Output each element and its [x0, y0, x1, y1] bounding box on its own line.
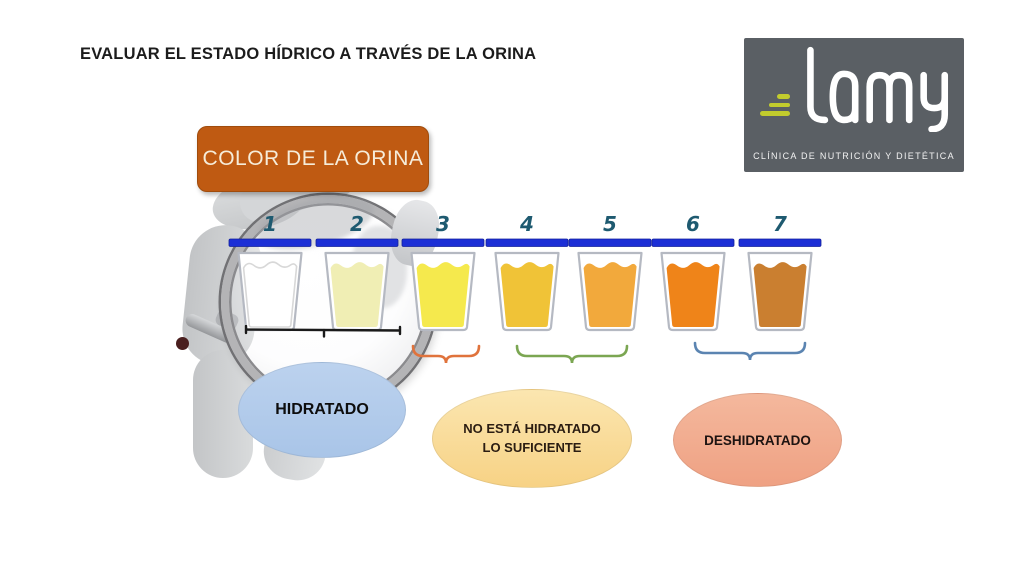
brace-path [515, 344, 629, 364]
cup-liquid [666, 262, 720, 327]
cup-glass-graphic [485, 238, 569, 332]
range-brace-cup3 [411, 344, 481, 364]
cup-glass-graphic [651, 238, 735, 332]
lamy-logo: CLÍNICA DE NUTRICIÓN Y DIETÉTICA [744, 38, 964, 172]
cup-lid-bar [401, 238, 485, 247]
cup-number: 5 [603, 212, 617, 236]
range-bracket-hydrated [244, 325, 402, 338]
status-label-line1: NO ESTÁ HIDRATADO [463, 420, 601, 436]
cup-number: 4 [520, 212, 534, 236]
cup-liquid [583, 262, 637, 327]
urine-cup: 3 [400, 212, 486, 337]
cup-lid-bar [315, 238, 399, 247]
cup-lid-bar [651, 238, 735, 247]
cup-glass-graphic [738, 238, 822, 332]
logo-subtitle: CLÍNICA DE NUTRICIÓN Y DIETÉTICA [753, 151, 955, 161]
cup-glass-graphic [228, 238, 312, 332]
cup-number: 7 [773, 212, 787, 236]
cup-glass-graphic [315, 238, 399, 332]
cup-number: 6 [686, 212, 700, 236]
color-de-la-orina-box: COLOR DE LA ORINA [197, 126, 429, 192]
cup-lid-bar [485, 238, 569, 247]
cup-glass-graphic [401, 238, 485, 332]
urine-cup: 5 [567, 212, 653, 337]
status-label: DESHIDRATADO [704, 432, 811, 448]
brace-path [411, 344, 481, 364]
status-ellipse-not-hydrated-enough: NO ESTÁ HIDRATADO LO SUFICIENTE [432, 389, 632, 488]
brace-path [693, 341, 807, 361]
page-title: EVALUAR EL ESTADO HÍDRICO A TRAVÉS DE LA… [80, 45, 537, 63]
lamy-wordmark-icon [807, 46, 949, 132]
range-brace-cups-6-7 [693, 341, 807, 361]
cup-lid-bar [228, 238, 312, 247]
urine-cup: 1 [227, 212, 313, 337]
cup-liquid [416, 262, 470, 327]
urine-cup: 7 [737, 212, 823, 337]
color-de-la-orina-label: COLOR DE LA ORINA [202, 147, 424, 170]
status-label-line2: LO SUFICIENTE [482, 439, 582, 455]
magnifier-handle-tip [176, 337, 189, 350]
cup-liquid [242, 261, 298, 328]
cup-number: 3 [436, 212, 450, 236]
logo-accent-bars-icon [756, 94, 790, 116]
urine-cup: 2 [314, 212, 400, 337]
cup-liquid [753, 262, 807, 327]
cup-number: 2 [350, 212, 364, 236]
cup-lid-bar [568, 238, 652, 247]
range-brace-cups-4-5 [515, 344, 629, 364]
cup-liquid [330, 262, 384, 327]
status-ellipse-hydrated: HIDRATADO [238, 362, 406, 458]
status-label: HIDRATADO [275, 401, 369, 418]
status-ellipse-dehydrated: DESHIDRATADO [673, 393, 842, 487]
urine-cup: 4 [484, 212, 570, 337]
cup-lid-bar [738, 238, 822, 247]
cup-number: 1 [263, 212, 277, 236]
cup-liquid [500, 262, 554, 327]
cup-glass-graphic [568, 238, 652, 332]
bracket-path [244, 325, 402, 338]
urine-cup: 6 [650, 212, 736, 337]
